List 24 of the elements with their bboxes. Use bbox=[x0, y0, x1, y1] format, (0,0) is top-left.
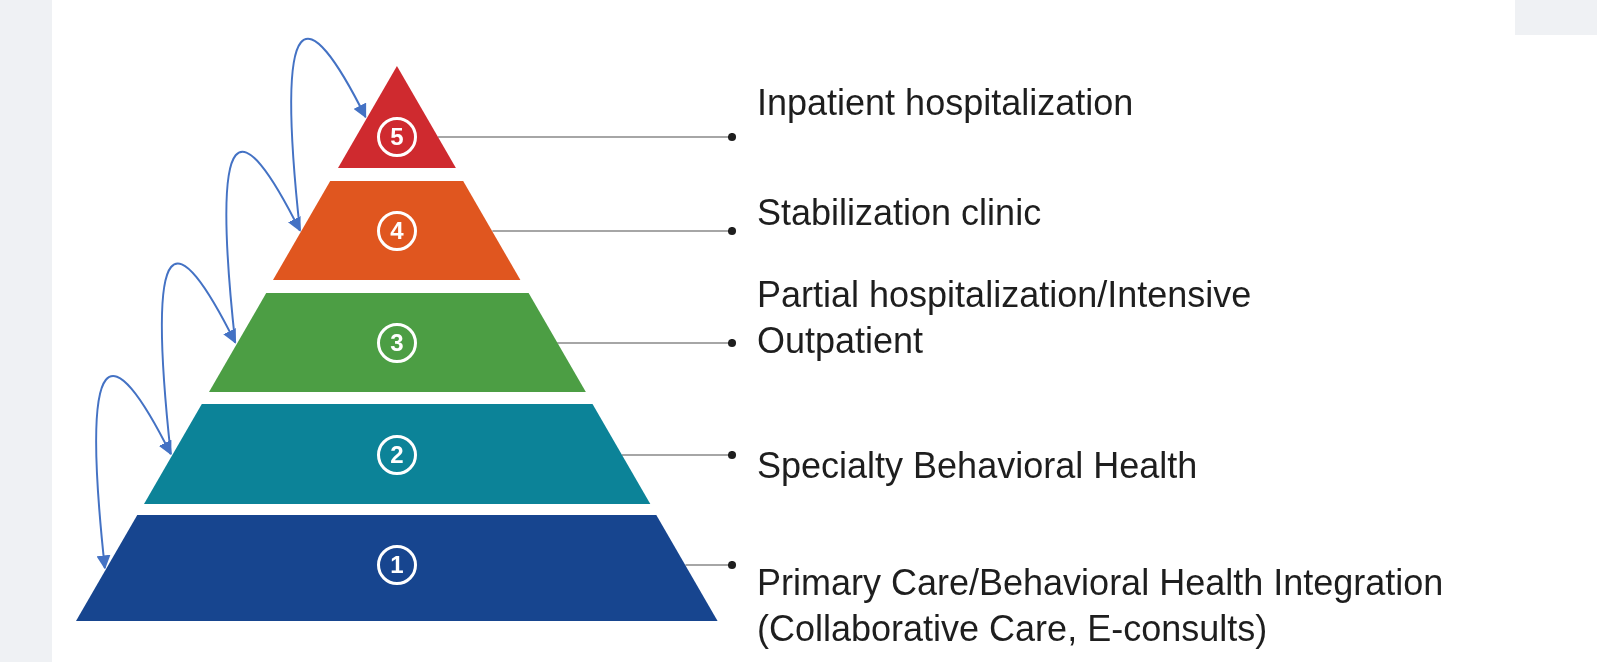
level-label: Partial hospitalization/Intensive Outpatient bbox=[732, 272, 1260, 364]
curved-arrow bbox=[290, 37, 367, 232]
pyramid-level bbox=[338, 66, 456, 168]
pyramid-level bbox=[208, 293, 586, 392]
leader-line bbox=[491, 226, 737, 236]
level-number: 1 bbox=[377, 545, 417, 585]
pyramid-level bbox=[143, 404, 651, 504]
leader-line bbox=[556, 338, 737, 348]
pyramid-level bbox=[273, 181, 521, 280]
level-number: 2 bbox=[377, 435, 417, 475]
leader-line bbox=[437, 132, 737, 142]
level-label: Primary Care/Behavioral Health Integration (Collaborative Care, E-consults) bbox=[732, 560, 1456, 652]
level-label: Specialty Behavioral Health bbox=[732, 443, 1198, 489]
curved-arrow bbox=[225, 150, 301, 344]
level-label: Stabilization clinic bbox=[732, 190, 1042, 236]
level-label: Inpatient hospitalization bbox=[732, 80, 1134, 126]
curved-arrow bbox=[160, 262, 237, 455]
leader-line bbox=[620, 450, 737, 460]
level-number: 5 bbox=[377, 117, 417, 157]
pyramid-level bbox=[76, 515, 718, 621]
level-number: 4 bbox=[377, 211, 417, 251]
curved-arrow bbox=[95, 374, 172, 570]
leader-line bbox=[684, 560, 737, 570]
level-number: 3 bbox=[377, 323, 417, 363]
